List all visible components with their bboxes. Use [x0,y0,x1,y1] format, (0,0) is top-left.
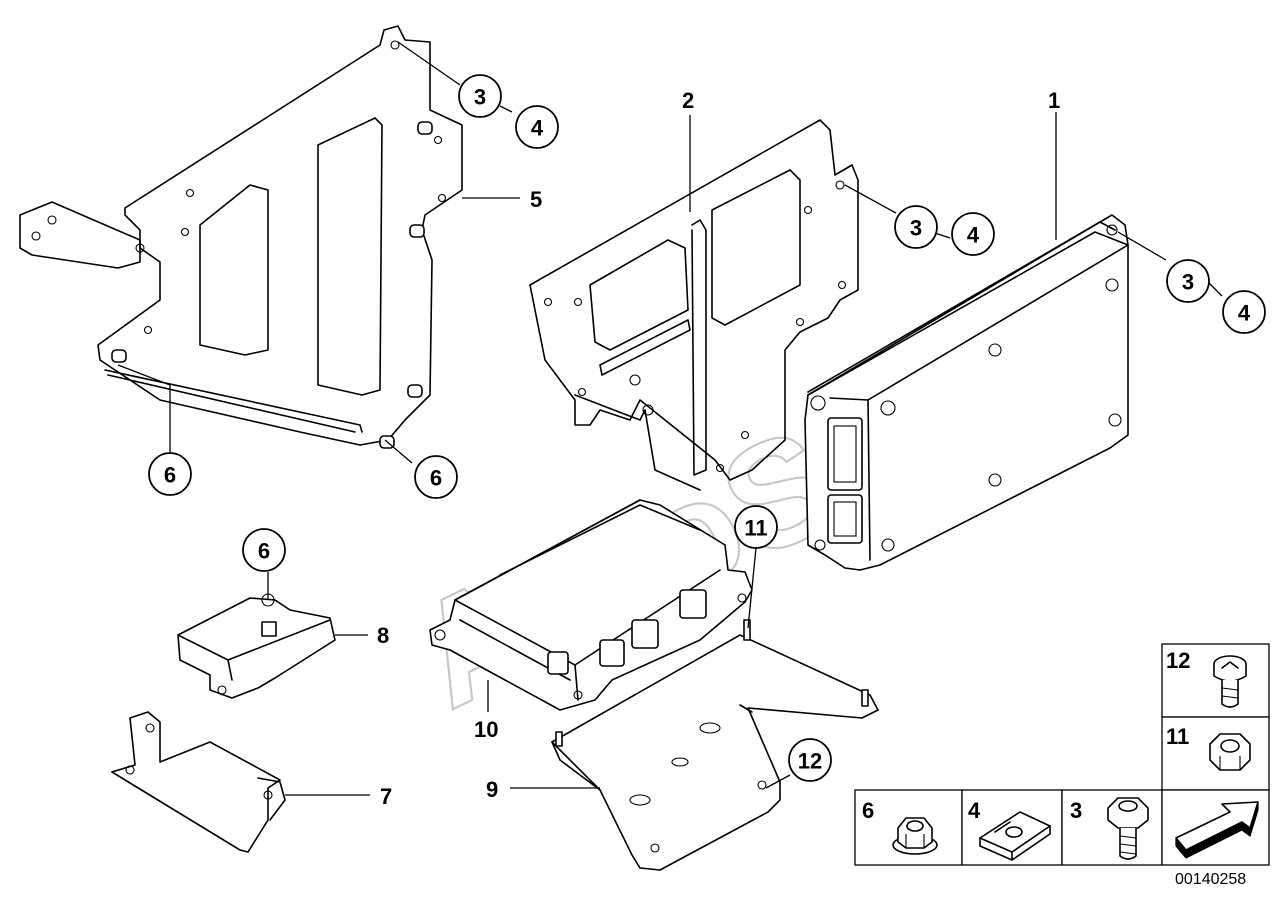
svg-text:3: 3 [1182,270,1194,295]
direction-arrow-icon [1175,801,1259,859]
label-2: 2 [682,88,694,113]
part-2-bracket [529,119,859,491]
callout-4b: 4 [951,212,995,256]
callout-4a: 4 [515,105,559,149]
label-5: 5 [530,187,542,212]
callout-11: 11 [734,505,778,549]
part-9-bracket [551,619,879,871]
callout-6c: 6 [242,528,286,572]
callout-6a: 6 [148,452,192,496]
callout-12: 12 [788,738,832,782]
svg-text:6: 6 [258,539,270,564]
label-9: 9 [486,777,498,802]
svg-text:12: 12 [798,749,822,774]
callout-3a: 3 [458,74,502,118]
leader-lines [117,41,1223,796]
legend-num-4: 4 [968,798,981,823]
hex-bolt-icon [1107,797,1149,860]
part-10-module [429,499,753,711]
label-7: 7 [380,784,392,809]
part-8-module [177,593,336,699]
part-5-bracket [19,25,463,449]
document-number: 00140258 [1175,871,1246,888]
clip-nut-icon [979,811,1051,861]
legend-num-11: 11 [1166,724,1189,749]
part-1-control-unit [804,214,1129,571]
svg-text:4: 4 [967,223,980,248]
legend-num-6: 6 [862,798,874,823]
callout-3c: 3 [1166,259,1210,303]
legend-num-12: 12 [1166,648,1190,673]
callout-3b: 3 [894,205,938,249]
callout-4c: 4 [1222,290,1266,334]
torx-bolt-icon [1213,655,1247,708]
svg-text:4: 4 [1238,301,1251,326]
legend-num-3: 3 [1070,798,1082,823]
svg-text:11: 11 [744,516,767,541]
svg-text:6: 6 [164,463,176,488]
label-1: 1 [1048,88,1060,113]
svg-text:3: 3 [474,85,486,110]
flange-nut-icon [892,817,938,855]
legend-grid: 12 11 6 4 [854,643,1270,866]
label-8: 8 [377,623,389,648]
svg-text:4: 4 [531,116,544,141]
label-10: 10 [474,717,498,742]
callout-6b: 6 [414,455,458,499]
svg-text:6: 6 [430,466,442,491]
part-7-bracket [111,711,286,853]
svg-text:3: 3 [910,216,922,241]
nut-icon [1209,733,1251,771]
